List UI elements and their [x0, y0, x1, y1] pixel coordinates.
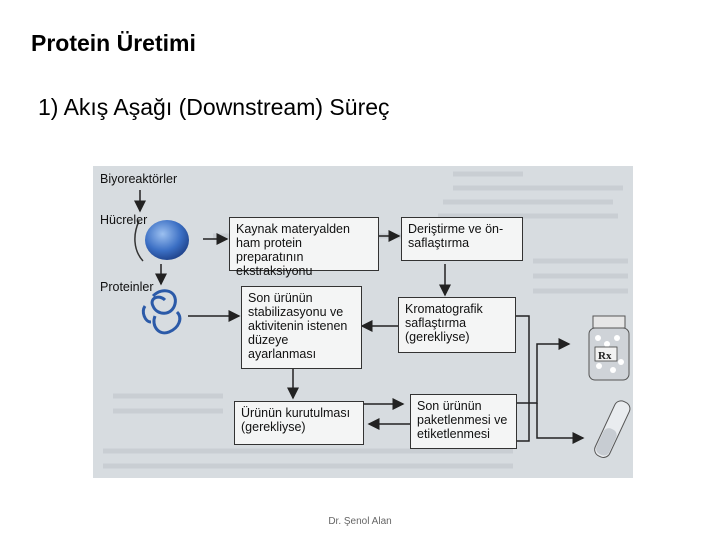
- step-chromatography: Kromatografik saflaştırma (gerekliyse): [398, 297, 516, 353]
- slide-title: Protein Üretimi: [31, 30, 196, 56]
- bioreactors-label: Biyoreaktörler: [100, 172, 178, 186]
- step-extraction: Kaynak materyalden ham protein preparatı…: [229, 217, 379, 278]
- medicine-bottle-icon: Rx: [588, 315, 630, 381]
- cells-label: Hücreler: [100, 213, 148, 227]
- step-packaging: Son ürünün paketlenmesi ve etiketlenmesi: [410, 394, 517, 449]
- step-stabilization: Son ürünün stabilizasyonu ve aktivitenin…: [241, 286, 362, 369]
- arrow-packaging-vial: [517, 338, 571, 404]
- step-drying: Ürünün kurutulması (gerekliyse): [234, 401, 364, 445]
- proteins-label: Proteinler: [100, 280, 154, 294]
- slide-subtitle: 1) Akış Aşağı (Downstream) Süreç: [38, 94, 390, 120]
- cell-icon: [145, 220, 189, 260]
- connector-right-loop: [515, 315, 530, 442]
- svg-text:Rx: Rx: [598, 350, 612, 362]
- illustrations: Rx: [134, 220, 631, 458]
- test-tube-icon: [594, 400, 631, 458]
- flow-arrows: [134, 190, 585, 444]
- arrow-packaging-tube: [536, 403, 585, 444]
- cell-boundary-icon: [134, 220, 144, 262]
- step-concentration: Deriştirme ve ön-saflaştırma: [401, 217, 523, 261]
- downstream-process-figure: Rx Biyoreaktörler Hücreler Proteinler Ka…: [93, 166, 633, 478]
- protein-icon: [141, 289, 182, 335]
- slide-footer: Dr. Şenol Alan: [328, 516, 392, 527]
